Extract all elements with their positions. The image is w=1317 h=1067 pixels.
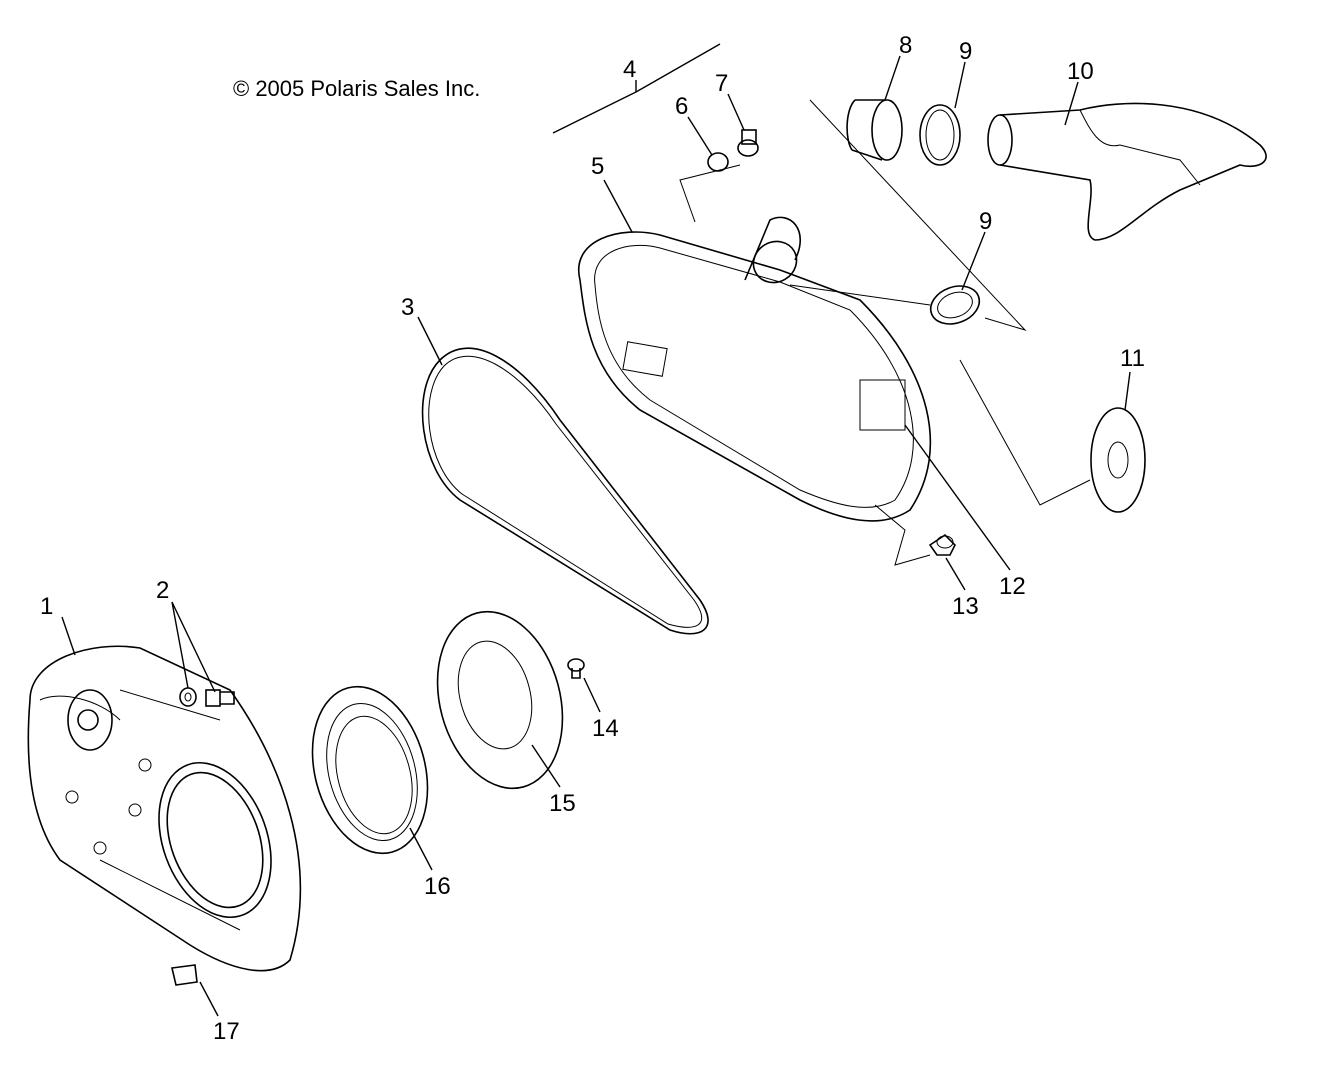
callout-6: 6 [675,93,688,120]
part-7-plug [737,129,759,157]
part-14-screw [567,658,585,679]
part-16-seal [311,685,429,855]
part-1-outer-cover [27,645,302,972]
part-10-intake-duct [987,102,1267,241]
part-5-inner-cover [577,216,932,522]
callout-5: 5 [591,153,604,180]
callout-17: 17 [213,1018,240,1045]
part-8-duct-sleeve [846,99,903,161]
callout-3: 3 [401,294,414,321]
part-9-clamp-upper [919,104,961,166]
callout-11: 11 [1120,345,1145,372]
part-9-clamp-lower [929,285,981,325]
callout-13: 13 [952,593,979,620]
part-15-plate [436,610,564,790]
callout-8: 8 [899,32,912,59]
callout-16: 16 [424,873,451,900]
copyright-text: © 2005 Polaris Sales Inc. [233,76,480,101]
part-11-washer [1090,407,1146,513]
callout-2: 2 [156,577,169,604]
callout-10: 10 [1067,58,1094,85]
callout-7: 7 [715,70,728,97]
callout-9-upper: 9 [959,38,972,65]
part-13-bolt [928,533,956,556]
callout-4: 4 [623,56,636,83]
callout-9-lower: 9 [979,208,992,235]
callout-15: 15 [549,790,576,817]
callout-1: 1 [40,593,53,620]
leader-lines [61,43,1131,1017]
part-2-bolt-washer [179,687,235,707]
callouts: 1 2 3 4 5 6 7 8 9 10 9 11 12 13 14 15 16… [40,32,1145,1045]
callout-14: 14 [592,715,619,742]
callout-12: 12 [999,573,1026,600]
part-3-drive-belt [421,347,709,635]
part-17-decal [171,964,198,986]
